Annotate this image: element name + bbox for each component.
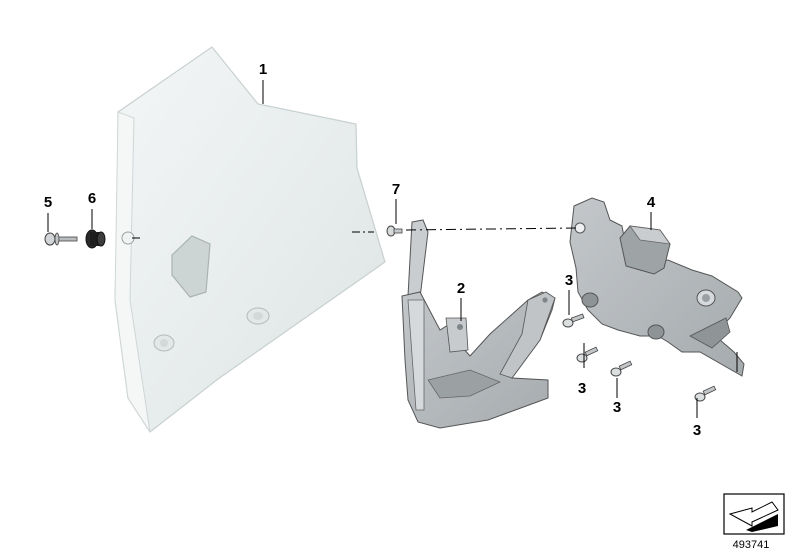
diagram-reference-number: 493741 (732, 539, 770, 551)
callout-3a: 3 (564, 272, 574, 289)
callout-6: 6 (87, 190, 97, 207)
screw-part-7 (386, 225, 403, 237)
bracket-part-2 (401, 219, 556, 429)
windshield-part (114, 46, 386, 433)
callout-3d: 3 (692, 422, 702, 439)
callout-7: 7 (391, 181, 401, 198)
folded-arrow-icon (723, 493, 785, 535)
callout-3b: 3 (577, 380, 587, 397)
callout-2: 2 (456, 280, 466, 297)
grommet-part-6 (85, 229, 106, 249)
callout-1: 1 (258, 61, 268, 78)
bracket-part-4 (569, 197, 745, 377)
screw-part-3d (694, 385, 717, 402)
callout-4: 4 (646, 194, 656, 211)
callout-3c: 3 (612, 399, 622, 416)
screw-part-3b (576, 346, 599, 363)
callout-5: 5 (43, 194, 53, 211)
leader-lines (47, 80, 738, 418)
screw-part-3a (562, 313, 585, 328)
screw-part-3c (610, 360, 633, 377)
screw-part-5 (44, 232, 78, 246)
